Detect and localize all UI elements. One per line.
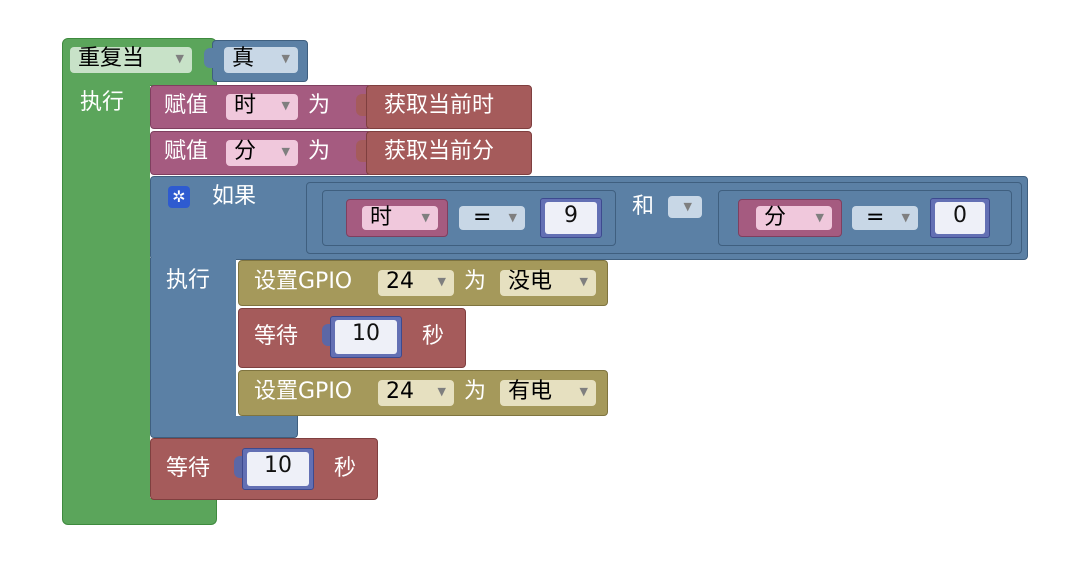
- wait-label: 等待: [254, 324, 299, 349]
- number-input[interactable]: 9: [545, 202, 597, 234]
- chevron-down-icon: ▼: [579, 275, 588, 288]
- wait-duration-input[interactable]: 10: [335, 320, 397, 354]
- boolean-true-dropdown[interactable]: 真 ▼: [224, 47, 298, 73]
- gear-icon[interactable]: ✲: [168, 186, 190, 208]
- value-connector: [234, 456, 244, 478]
- number-block[interactable]: 9: [540, 198, 602, 238]
- gpio-state-value: 没电: [508, 269, 553, 294]
- gpio-pin-value: 24: [386, 379, 414, 404]
- hour-variable-dropdown[interactable]: 时 ▼: [226, 94, 298, 120]
- number-block[interactable]: 0: [930, 198, 990, 238]
- wait-duration-block[interactable]: 10: [242, 448, 314, 490]
- value-connector: [296, 190, 306, 212]
- wait-unit-label: 秒: [334, 456, 357, 481]
- boolean-connector: [204, 48, 214, 68]
- operator-value: =: [866, 205, 885, 230]
- get-current-hour-block[interactable]: [366, 85, 532, 129]
- chevron-down-icon: ▼: [175, 52, 184, 65]
- repeat-while-foot: [62, 498, 217, 525]
- if-do-label: 执行: [166, 268, 211, 293]
- loop-mode-label: 重复当: [78, 46, 145, 71]
- value-connector: [356, 140, 366, 162]
- variable-name: 分: [764, 205, 787, 230]
- chevron-down-icon: ▼: [901, 211, 910, 224]
- chevron-down-icon: ▼: [421, 211, 430, 224]
- gpio-state-dropdown[interactable]: 有电 ▼: [500, 380, 596, 406]
- chevron-down-icon: ▼: [815, 211, 824, 224]
- chevron-down-icon: ▼: [579, 385, 588, 398]
- gpio-to-label: 为: [464, 269, 487, 294]
- chevron-down-icon: ▼: [281, 99, 290, 112]
- chevron-down-icon: ▼: [508, 211, 517, 224]
- operator-value: =: [473, 205, 492, 230]
- variable-name: 时: [234, 93, 257, 118]
- assign-to-label: 为: [308, 93, 331, 118]
- repeat-while-spine: [62, 84, 150, 500]
- compare-operator-dropdown[interactable]: = ▼: [852, 206, 918, 230]
- gpio-pin-dropdown[interactable]: 24 ▼: [378, 270, 454, 296]
- assign-label: 赋值: [164, 93, 209, 118]
- variable-name: 分: [234, 139, 257, 164]
- and-label: 和: [632, 194, 655, 219]
- loop-do-label: 执行: [80, 90, 125, 115]
- chevron-down-icon: ▼: [281, 52, 290, 65]
- value-connector: [322, 324, 332, 346]
- number-input[interactable]: 0: [935, 202, 985, 234]
- logic-operator-dropdown[interactable]: ▼: [668, 196, 702, 218]
- chevron-down-icon: ▼: [281, 145, 290, 158]
- gpio-to-label: 为: [464, 379, 487, 404]
- variable-name: 时: [370, 205, 393, 230]
- gpio-pin-value: 24: [386, 269, 414, 294]
- if-block-foot: [150, 416, 298, 438]
- set-gpio-label: 设置GPIO: [254, 379, 353, 404]
- gpio-state-value: 有电: [508, 379, 553, 404]
- assign-label: 赋值: [164, 139, 209, 164]
- wait-unit-label: 秒: [422, 324, 445, 349]
- wait-label: 等待: [166, 456, 211, 481]
- wait-duration-block[interactable]: 10: [330, 316, 402, 358]
- get-current-minute-block[interactable]: [366, 131, 532, 175]
- if-label: 如果: [212, 184, 257, 209]
- compare-operator-dropdown[interactable]: = ▼: [459, 206, 525, 230]
- gpio-state-dropdown[interactable]: 没电 ▼: [500, 270, 596, 296]
- set-gpio-label: 设置GPIO: [254, 269, 353, 294]
- wait-duration-input[interactable]: 10: [247, 452, 309, 486]
- assign-to-label: 为: [308, 139, 331, 164]
- gpio-pin-dropdown[interactable]: 24 ▼: [378, 380, 454, 406]
- if-block-spine: [150, 258, 236, 418]
- minute-variable-dropdown[interactable]: 分 ▼: [756, 206, 832, 230]
- loop-mode-dropdown[interactable]: 重复当 ▼: [70, 47, 192, 73]
- chevron-down-icon: ▼: [437, 385, 446, 398]
- chevron-down-icon: ▼: [437, 275, 446, 288]
- hour-variable-dropdown[interactable]: 时 ▼: [362, 206, 438, 230]
- get-current-minute-label: 获取当前分: [384, 139, 495, 164]
- get-current-hour-label: 获取当前时: [384, 93, 495, 118]
- value-connector: [356, 94, 366, 116]
- boolean-value: 真: [232, 46, 255, 71]
- minute-variable-dropdown[interactable]: 分 ▼: [226, 140, 298, 166]
- chevron-down-icon: ▼: [683, 200, 692, 213]
